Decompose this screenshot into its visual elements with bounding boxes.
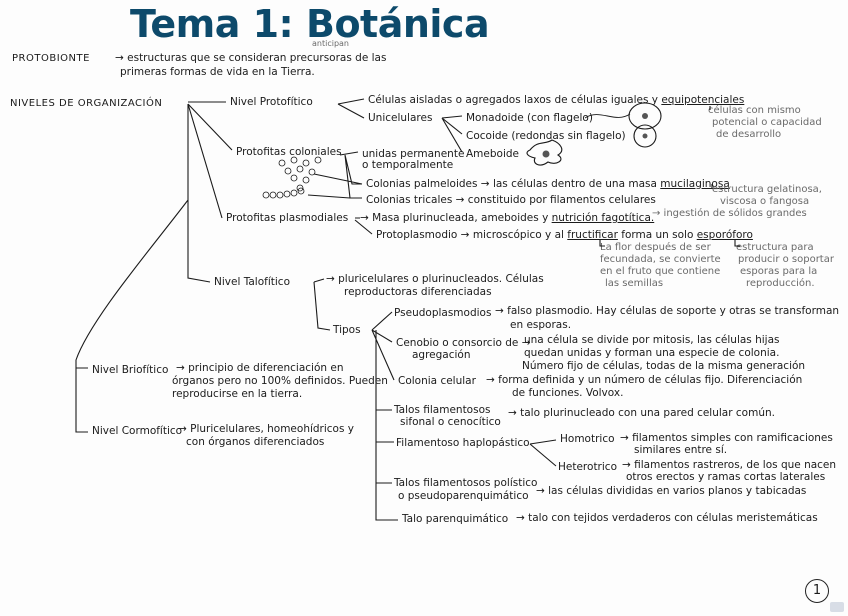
tipo-def: → las células divididas en varios planos…	[536, 485, 807, 497]
note: células con mismo	[708, 105, 801, 116]
heterotrico: Heterotrico	[558, 461, 617, 473]
palmeloides-def: Colonias palmeloides → las células dentr…	[366, 178, 661, 190]
protoplasmodio: Protoplasmodio → microscópico y al fruct…	[376, 229, 753, 242]
note: viscosa o fangosa	[720, 196, 810, 207]
nutricion-term: nutrición fagotítica.	[551, 212, 655, 224]
homotrico-def: → filamentos simples con ramificaciones	[620, 432, 833, 444]
tipo-name: Talos filamentosos	[394, 404, 491, 416]
note: producir o soportar	[738, 254, 834, 265]
tipo-name: agregación	[412, 349, 471, 361]
tipo-name: Cenobio o consorcio de →	[396, 337, 531, 349]
nivel-talofitico: Nivel Talofítico	[214, 276, 290, 288]
note: las semillas	[605, 278, 664, 289]
nivel-briofitico: Nivel Briofítico	[92, 364, 169, 376]
tipo-name: Talos filamentosos polístico	[394, 477, 538, 489]
note: de desarrollo	[716, 129, 782, 140]
tipos-label: Tipos	[333, 324, 361, 336]
talofitico-def: reproductoras diferenciadas	[344, 286, 492, 298]
masa-def: → Masa plurinucleada, ameboides y	[360, 212, 552, 224]
annotation-anticipan: anticipan	[312, 39, 350, 48]
protobionte-term: PROTOBIONTE	[12, 53, 90, 64]
cocoide: Cocoide (redondas sin flagelo)	[466, 130, 626, 142]
unicelulares: Unicelulares	[368, 112, 433, 124]
tipo-name: o pseudoparenquimático	[398, 490, 529, 502]
tipo-def: una célula se divide por mitosis, las cé…	[524, 334, 780, 346]
equipotenciales-term: equipotenciales	[661, 94, 745, 106]
page-number: 1	[805, 579, 829, 603]
scanner-logo	[830, 602, 844, 612]
celulas-def: Células aisladas o agregados laxos de cé…	[368, 94, 662, 106]
tipo-name: Filamentoso haplopástico	[396, 437, 530, 449]
note: estructura gelatinosa,	[712, 184, 822, 195]
ameboide: Ameboide	[466, 148, 520, 160]
monadoide: Monadoide (con flagelo)	[466, 112, 593, 124]
note: en el fruto que contiene	[600, 266, 721, 277]
tipo-def: → forma definida y un número de células …	[486, 374, 803, 386]
masa-text: → Masa plurinucleada, ameboides y nutric…	[360, 212, 654, 225]
cormofitico-def: → Pluricelulares, homeohídricos y	[178, 423, 355, 435]
note: potencial o capacidad	[712, 117, 822, 128]
protoplasmodio-def: Protoplasmodio → microscópico y al	[376, 229, 568, 241]
page-title: Tema 1: Botánica	[130, 2, 490, 46]
esporoforo-term: esporóforo	[696, 229, 753, 241]
tipo-def: en esporas.	[510, 319, 572, 331]
unidas-text: o temporalmente	[362, 159, 454, 171]
talofitico-def: → pluricelulares o plurinucleados. Célul…	[326, 273, 544, 285]
tipo-def: Número fijo de células, todas de la mism…	[522, 360, 806, 372]
tipo-def: → talo con tejidos verdaderos con célula…	[516, 512, 818, 524]
briofitico-def: reproducirse en la tierra.	[172, 388, 303, 400]
heterotrico-def: → filamentos rastreros, de los que nacen	[622, 459, 837, 471]
note: La flor después de ser	[600, 242, 711, 253]
fructificar-term: fructificar	[567, 229, 618, 241]
tipo-name: sifonal o cenocítico	[400, 416, 501, 428]
celulas-text: Células aisladas o agregados laxos de cé…	[368, 94, 744, 107]
protofitas-coloniales: Protofitas coloniales	[236, 146, 342, 158]
tipo-name: Pseudoplasmodios	[394, 307, 492, 319]
note: → ingestión de sólidos grandes	[652, 208, 807, 219]
protobionte-def: → estructuras que se consideran precurso…	[115, 52, 387, 64]
tipo-def: de funciones. Volvox.	[512, 387, 624, 399]
tipo-name: Talo parenquimático	[402, 513, 509, 525]
briofitico-def: órganos pero no 100% definidos. Pueden	[172, 375, 388, 387]
colonias-tricales: Colonias tricales → constituido por fila…	[366, 194, 656, 206]
note: esporas para la	[740, 266, 818, 277]
tipo-def: → talo plurinucleado con una pared celul…	[508, 407, 775, 419]
note: estructura para	[736, 242, 814, 253]
briofitico-def: → principio de diferenciación en	[176, 362, 344, 374]
tipo-name: Colonia celular	[398, 375, 476, 387]
tipo-def: quedan unidas y forman una especie de co…	[524, 347, 780, 359]
homotrico-def: similares entre sí.	[634, 444, 728, 456]
nivel-protofitico: Nivel Protofítico	[230, 96, 313, 108]
niveles-label: NIVELES DE ORGANIZACIÓN	[10, 98, 163, 109]
heterotrico-def: otros erectos y ramas cortas laterales	[626, 471, 826, 483]
forma-text: forma un solo	[617, 229, 697, 241]
cormofitico-def: con órganos diferenciados	[186, 436, 325, 448]
unidas-text: unidas permanente	[362, 148, 465, 160]
protobionte-def: primeras formas de vida en la Tierra.	[120, 66, 315, 78]
nivel-cormofitico: Nivel Cormofítico	[92, 425, 183, 437]
note: reproducción.	[746, 278, 815, 289]
note: fecundada, se convierte	[600, 254, 721, 265]
tipo-def: → falso plasmodio. Hay células de soport…	[495, 305, 840, 317]
homotrico: Homotrico	[560, 433, 615, 445]
protofitas-plasmodiales: Protofitas plasmodiales	[226, 212, 349, 224]
